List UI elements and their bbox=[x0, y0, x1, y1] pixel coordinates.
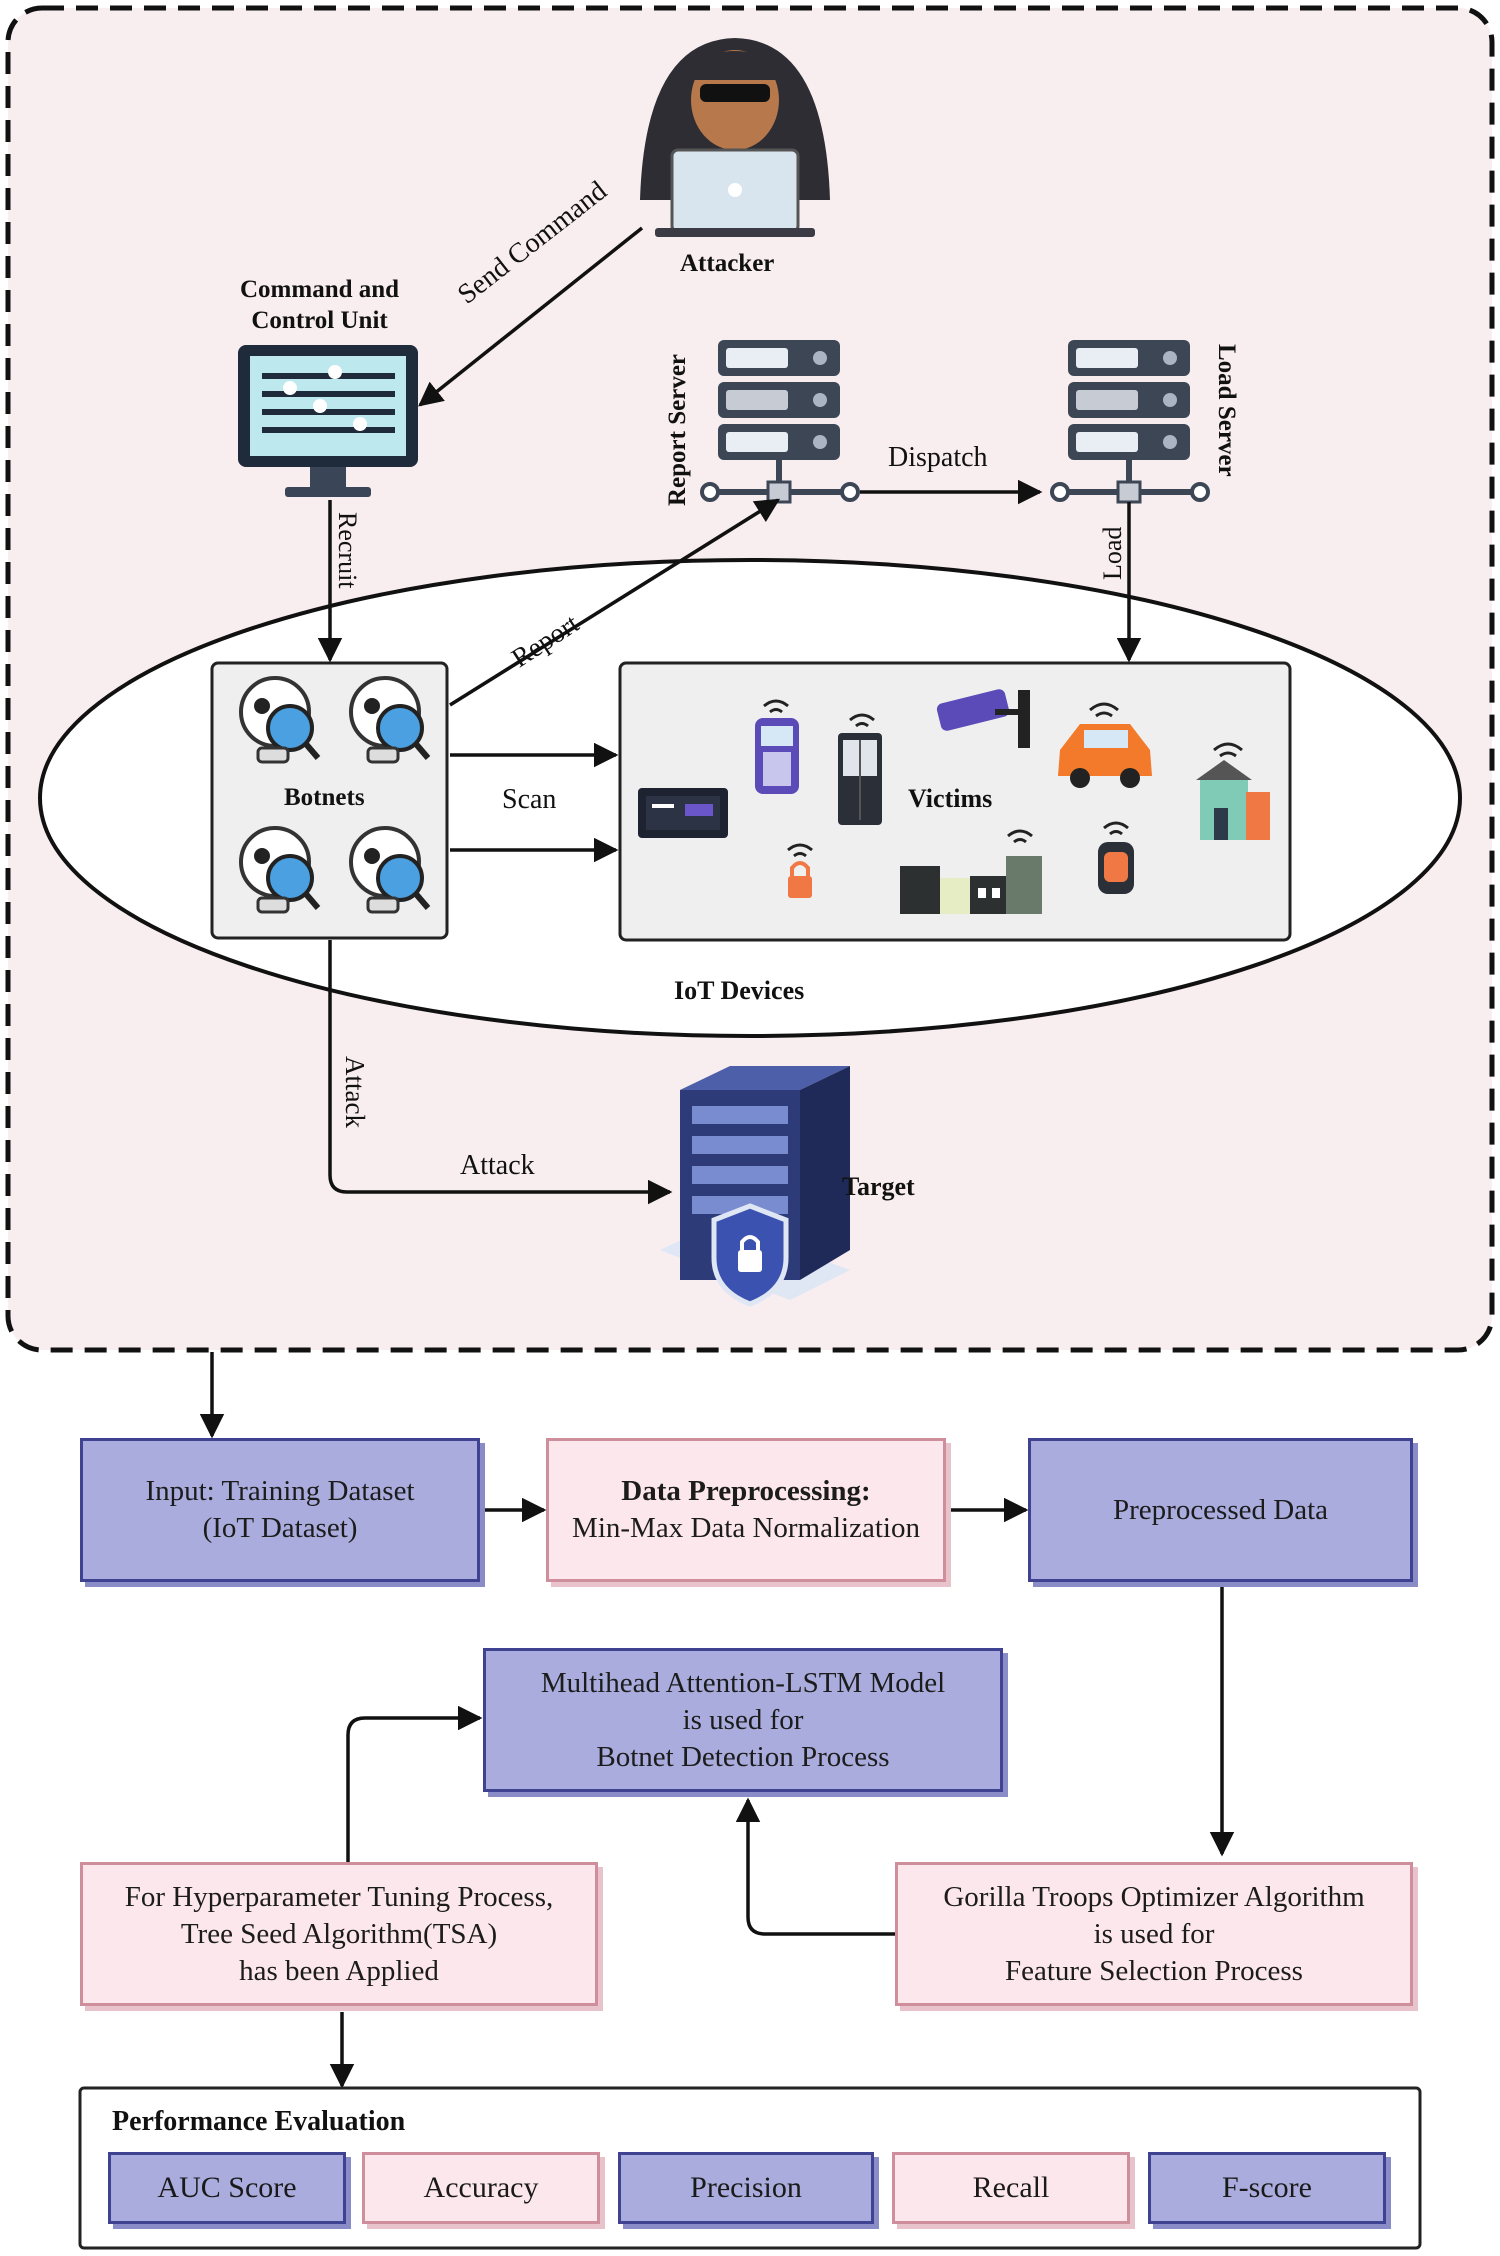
model-line-3: Botnet Detection Process bbox=[596, 1740, 890, 1773]
botnets-label: Botnets bbox=[284, 784, 365, 811]
car-icon bbox=[1058, 724, 1152, 788]
fridge-icon bbox=[838, 733, 882, 825]
input-dataset-line-2: (IoT Dataset) bbox=[202, 1512, 358, 1544]
metric-f-score: F-score bbox=[1148, 2152, 1386, 2224]
factory-icon bbox=[900, 856, 1042, 914]
preprocessed-data-box: Preprocessed Data bbox=[1028, 1438, 1413, 1582]
gto-line-3: Feature Selection Process bbox=[1005, 1954, 1303, 1987]
preprocessing-title: Data Preprocessing: bbox=[621, 1475, 871, 1507]
model-line-1: Multihead Attention-LSTM Model bbox=[540, 1666, 946, 1699]
recruit-label: Recruit bbox=[333, 512, 362, 589]
tsa-line-1: For Hyperparameter Tuning Process, bbox=[124, 1880, 554, 1913]
tsa-box: For Hyperparameter Tuning Process, Tree … bbox=[80, 1862, 598, 2006]
metric-accuracy: Accuracy bbox=[362, 2152, 600, 2224]
target-server-icon bbox=[660, 1066, 850, 1307]
load-label: Load bbox=[1098, 526, 1127, 580]
attacker-icon bbox=[640, 38, 830, 237]
report-arrow bbox=[449, 498, 781, 707]
input-dataset-box: Input: Training Dataset (IoT Dataset) bbox=[80, 1438, 480, 1582]
house-icon bbox=[1196, 760, 1270, 840]
attack-vertical-label: Attack bbox=[340, 1056, 370, 1128]
preprocessing-subtitle: Min-Max Data Normalization bbox=[572, 1512, 920, 1544]
monitor-icon bbox=[238, 345, 418, 497]
tv-icon bbox=[638, 788, 728, 838]
lock-icon bbox=[788, 861, 812, 898]
phone-icon bbox=[755, 718, 799, 794]
performance-evaluation-title: Performance Evaluation bbox=[112, 2106, 406, 2137]
target-label: Target bbox=[842, 1172, 915, 1201]
gto-line-1: Gorilla Troops Optimizer Algorithm bbox=[943, 1880, 1365, 1913]
attacker-label: Attacker bbox=[680, 250, 775, 277]
metric-precision: Precision bbox=[618, 2152, 874, 2224]
wifi-icon bbox=[763, 699, 1243, 858]
preprocessed-data-label: Preprocessed Data bbox=[1113, 1493, 1328, 1526]
tsa-to-model-arrow bbox=[346, 1705, 483, 1862]
victims-label: Victims bbox=[908, 784, 993, 813]
metric-auc-score: AUC Score bbox=[108, 2152, 346, 2224]
gto-to-model-arrow bbox=[735, 1797, 900, 1936]
report-server-icon bbox=[700, 340, 860, 504]
gto-line-2: is used for bbox=[1093, 1917, 1215, 1950]
input-dataset-line-1: Input: Training Dataset bbox=[145, 1475, 415, 1507]
model-line-2: is used for bbox=[682, 1703, 804, 1736]
dispatch-label: Dispatch bbox=[888, 442, 988, 473]
attack-arrow bbox=[328, 940, 673, 1205]
bot-icon bbox=[349, 676, 431, 764]
send-command-arrow bbox=[418, 226, 644, 407]
bot-icon bbox=[239, 676, 321, 764]
metric-recall: Recall bbox=[892, 2152, 1130, 2224]
gto-box: Gorilla Troops Optimizer Algorithm is us… bbox=[895, 1862, 1413, 2006]
preprocessing-box: Data Preprocessing: Min-Max Data Normali… bbox=[546, 1438, 946, 1582]
load-server-icon bbox=[1050, 340, 1210, 504]
tsa-line-2: Tree Seed Algorithm(TSA) bbox=[180, 1917, 498, 1950]
camera-icon bbox=[936, 689, 1030, 748]
attack-horizontal-label: Attack bbox=[460, 1150, 535, 1181]
tsa-line-3: has been Applied bbox=[239, 1954, 439, 1987]
iot-devices-label: IoT Devices bbox=[674, 976, 805, 1005]
bot-icon bbox=[349, 826, 431, 914]
smartwatch-icon bbox=[1098, 842, 1134, 894]
bot-icon bbox=[239, 826, 321, 914]
scan-label: Scan bbox=[502, 784, 557, 815]
load-server-label: Load Server bbox=[1213, 344, 1240, 477]
model-box: Multihead Attention-LSTM Model is used f… bbox=[483, 1648, 1003, 1792]
report-server-label: Report Server bbox=[664, 353, 691, 506]
